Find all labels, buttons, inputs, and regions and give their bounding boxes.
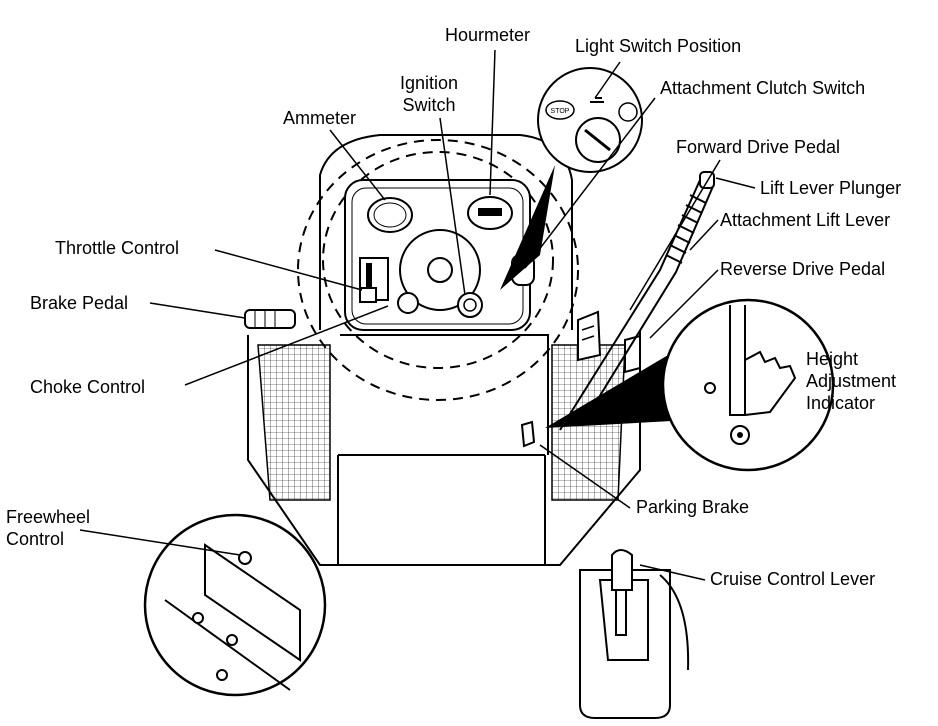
label-cruise-control-lever: Cruise Control Lever [710, 569, 876, 589]
height-indicator-pointer [545, 345, 690, 428]
freewheel-inset [143, 513, 327, 697]
height-adjustment-inset [661, 298, 835, 472]
forward-drive-pedal [577, 310, 602, 362]
throttle-control-knob [359, 257, 389, 303]
label-attachment-lift-lever: Attachment Lift Lever [720, 210, 891, 230]
label-choke-control: Choke Control [30, 377, 146, 397]
label-brake-pedal: Brake Pedal [30, 293, 129, 313]
label-parking-brake: Parking Brake [636, 497, 750, 517]
steering-sweep [297, 139, 579, 401]
ammeter-gauge [367, 197, 413, 233]
label-attachment-clutch-switch: Attachment Clutch Switch [660, 78, 866, 98]
attachment-lift-lever [559, 171, 715, 431]
brake-pedal [244, 309, 296, 329]
switch-stop-label: STOP [551, 108, 570, 115]
cruise-control-lever [579, 549, 690, 719]
label-light-switch-position: Light Switch Position [575, 36, 742, 56]
parking-brake-handle [520, 420, 536, 448]
label-ammeter: Ammeter [283, 108, 357, 128]
label-ignition-switch: Ignition Switch [400, 73, 459, 115]
leader-lines [79, 49, 756, 581]
label-throttle-control: Throttle Control [55, 238, 180, 258]
label-hourmeter: Hourmeter [445, 25, 531, 45]
label-freewheel-control: Freewheel Control [6, 507, 91, 549]
label-forward-drive-pedal: Forward Drive Pedal [676, 137, 841, 157]
light-switch-inset: STOP [500, 67, 643, 290]
label-lift-lever-plunger: Lift Lever Plunger [760, 178, 902, 198]
label-height-adjustment-indicator: Height Adjustment Indicator [806, 349, 897, 413]
hourmeter-gauge [467, 196, 513, 230]
label-reverse-drive-pedal: Reverse Drive Pedal [720, 259, 886, 279]
choke-control-knob [397, 292, 419, 314]
ignition-switch-knob [457, 292, 483, 318]
left-floor-grid [257, 344, 331, 501]
steering-wheel [399, 229, 481, 311]
